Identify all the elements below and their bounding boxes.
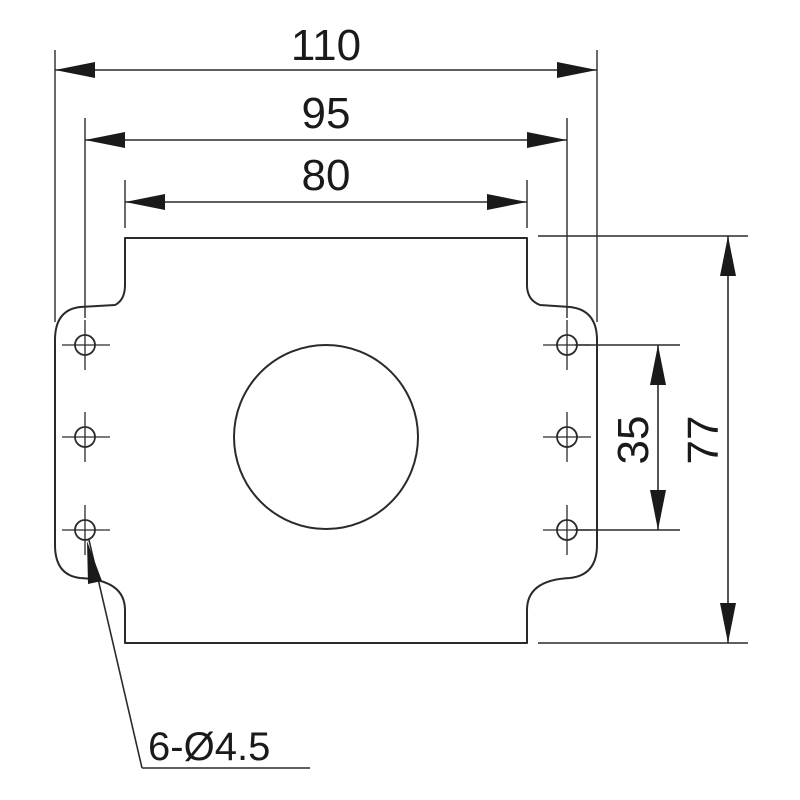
mounting-hole-left-middle [62, 412, 110, 462]
diameter-symbol: Ø [184, 725, 215, 769]
hole-callout-label: 6-Ø4.5 [148, 725, 270, 769]
mounting-hole-right-middle [543, 412, 591, 462]
dimension-35-label: 35 [609, 416, 658, 465]
callout-arrow [87, 541, 102, 584]
plate-outline [54, 237, 598, 644]
dimension-80: 80 [125, 151, 527, 210]
dimension-35: 35 [609, 345, 666, 530]
dimension-95: 95 [85, 89, 567, 148]
mounting-hole-left-bottom [62, 505, 110, 555]
dimension-77: 77 [679, 236, 736, 643]
dimension-110-label: 110 [291, 21, 361, 70]
callout-prefix: 6- [148, 725, 184, 769]
hole-callout: 6-Ø4.5 [87, 539, 310, 769]
dimension-110: 110 [55, 21, 597, 78]
dimension-95-label: 95 [302, 89, 351, 138]
dimension-80-label: 80 [302, 151, 351, 200]
center-bore [233, 344, 419, 530]
callout-value: 4.5 [215, 725, 271, 769]
dimension-77-label: 77 [679, 416, 728, 465]
mounting-hole-left-top [62, 320, 110, 370]
